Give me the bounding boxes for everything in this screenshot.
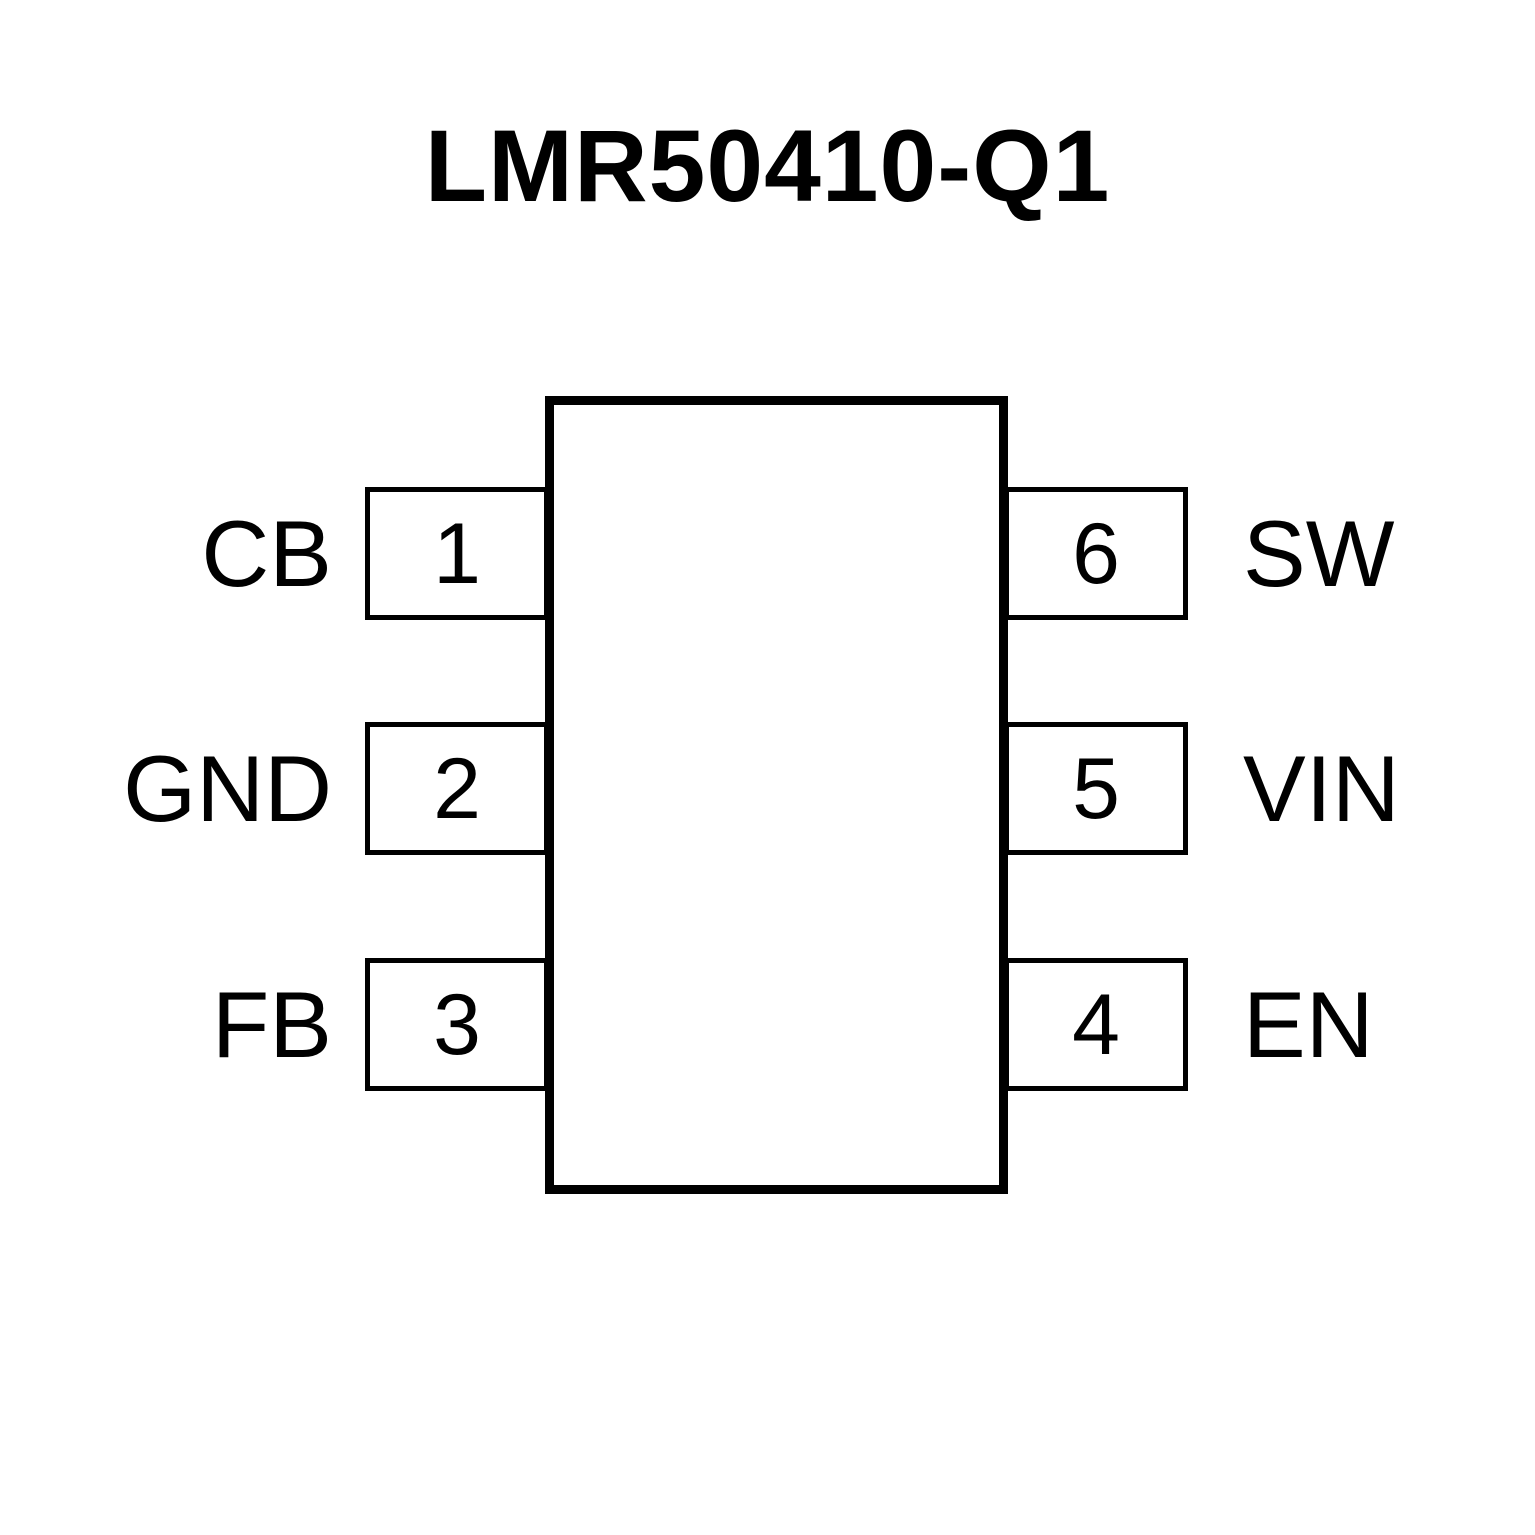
pin-label-en: EN [1243, 971, 1374, 1077]
pin-number-5: 5 [1072, 740, 1120, 837]
pin-box-3: 3 [365, 958, 549, 1091]
pin-label-fb: FB [211, 971, 332, 1077]
pin-label-cb: CB [201, 500, 332, 606]
pin-box-1: 1 [365, 487, 549, 620]
pin-number-1: 1 [433, 505, 481, 602]
pin-box-6: 6 [1004, 487, 1188, 620]
pin-number-2: 2 [433, 740, 481, 837]
pin-label-sw: SW [1243, 500, 1395, 606]
pin-label-vin: VIN [1243, 735, 1400, 841]
ic-package-body [545, 396, 1008, 1194]
pin-box-4: 4 [1004, 958, 1188, 1091]
pin-number-3: 3 [433, 976, 481, 1073]
pin-box-5: 5 [1004, 722, 1188, 855]
chip-title: LMR50410-Q1 [424, 109, 1111, 223]
pin-number-6: 6 [1072, 505, 1120, 602]
pin-number-4: 4 [1072, 976, 1120, 1073]
pin-label-gnd: GND [123, 735, 332, 841]
pin-box-2: 2 [365, 722, 549, 855]
